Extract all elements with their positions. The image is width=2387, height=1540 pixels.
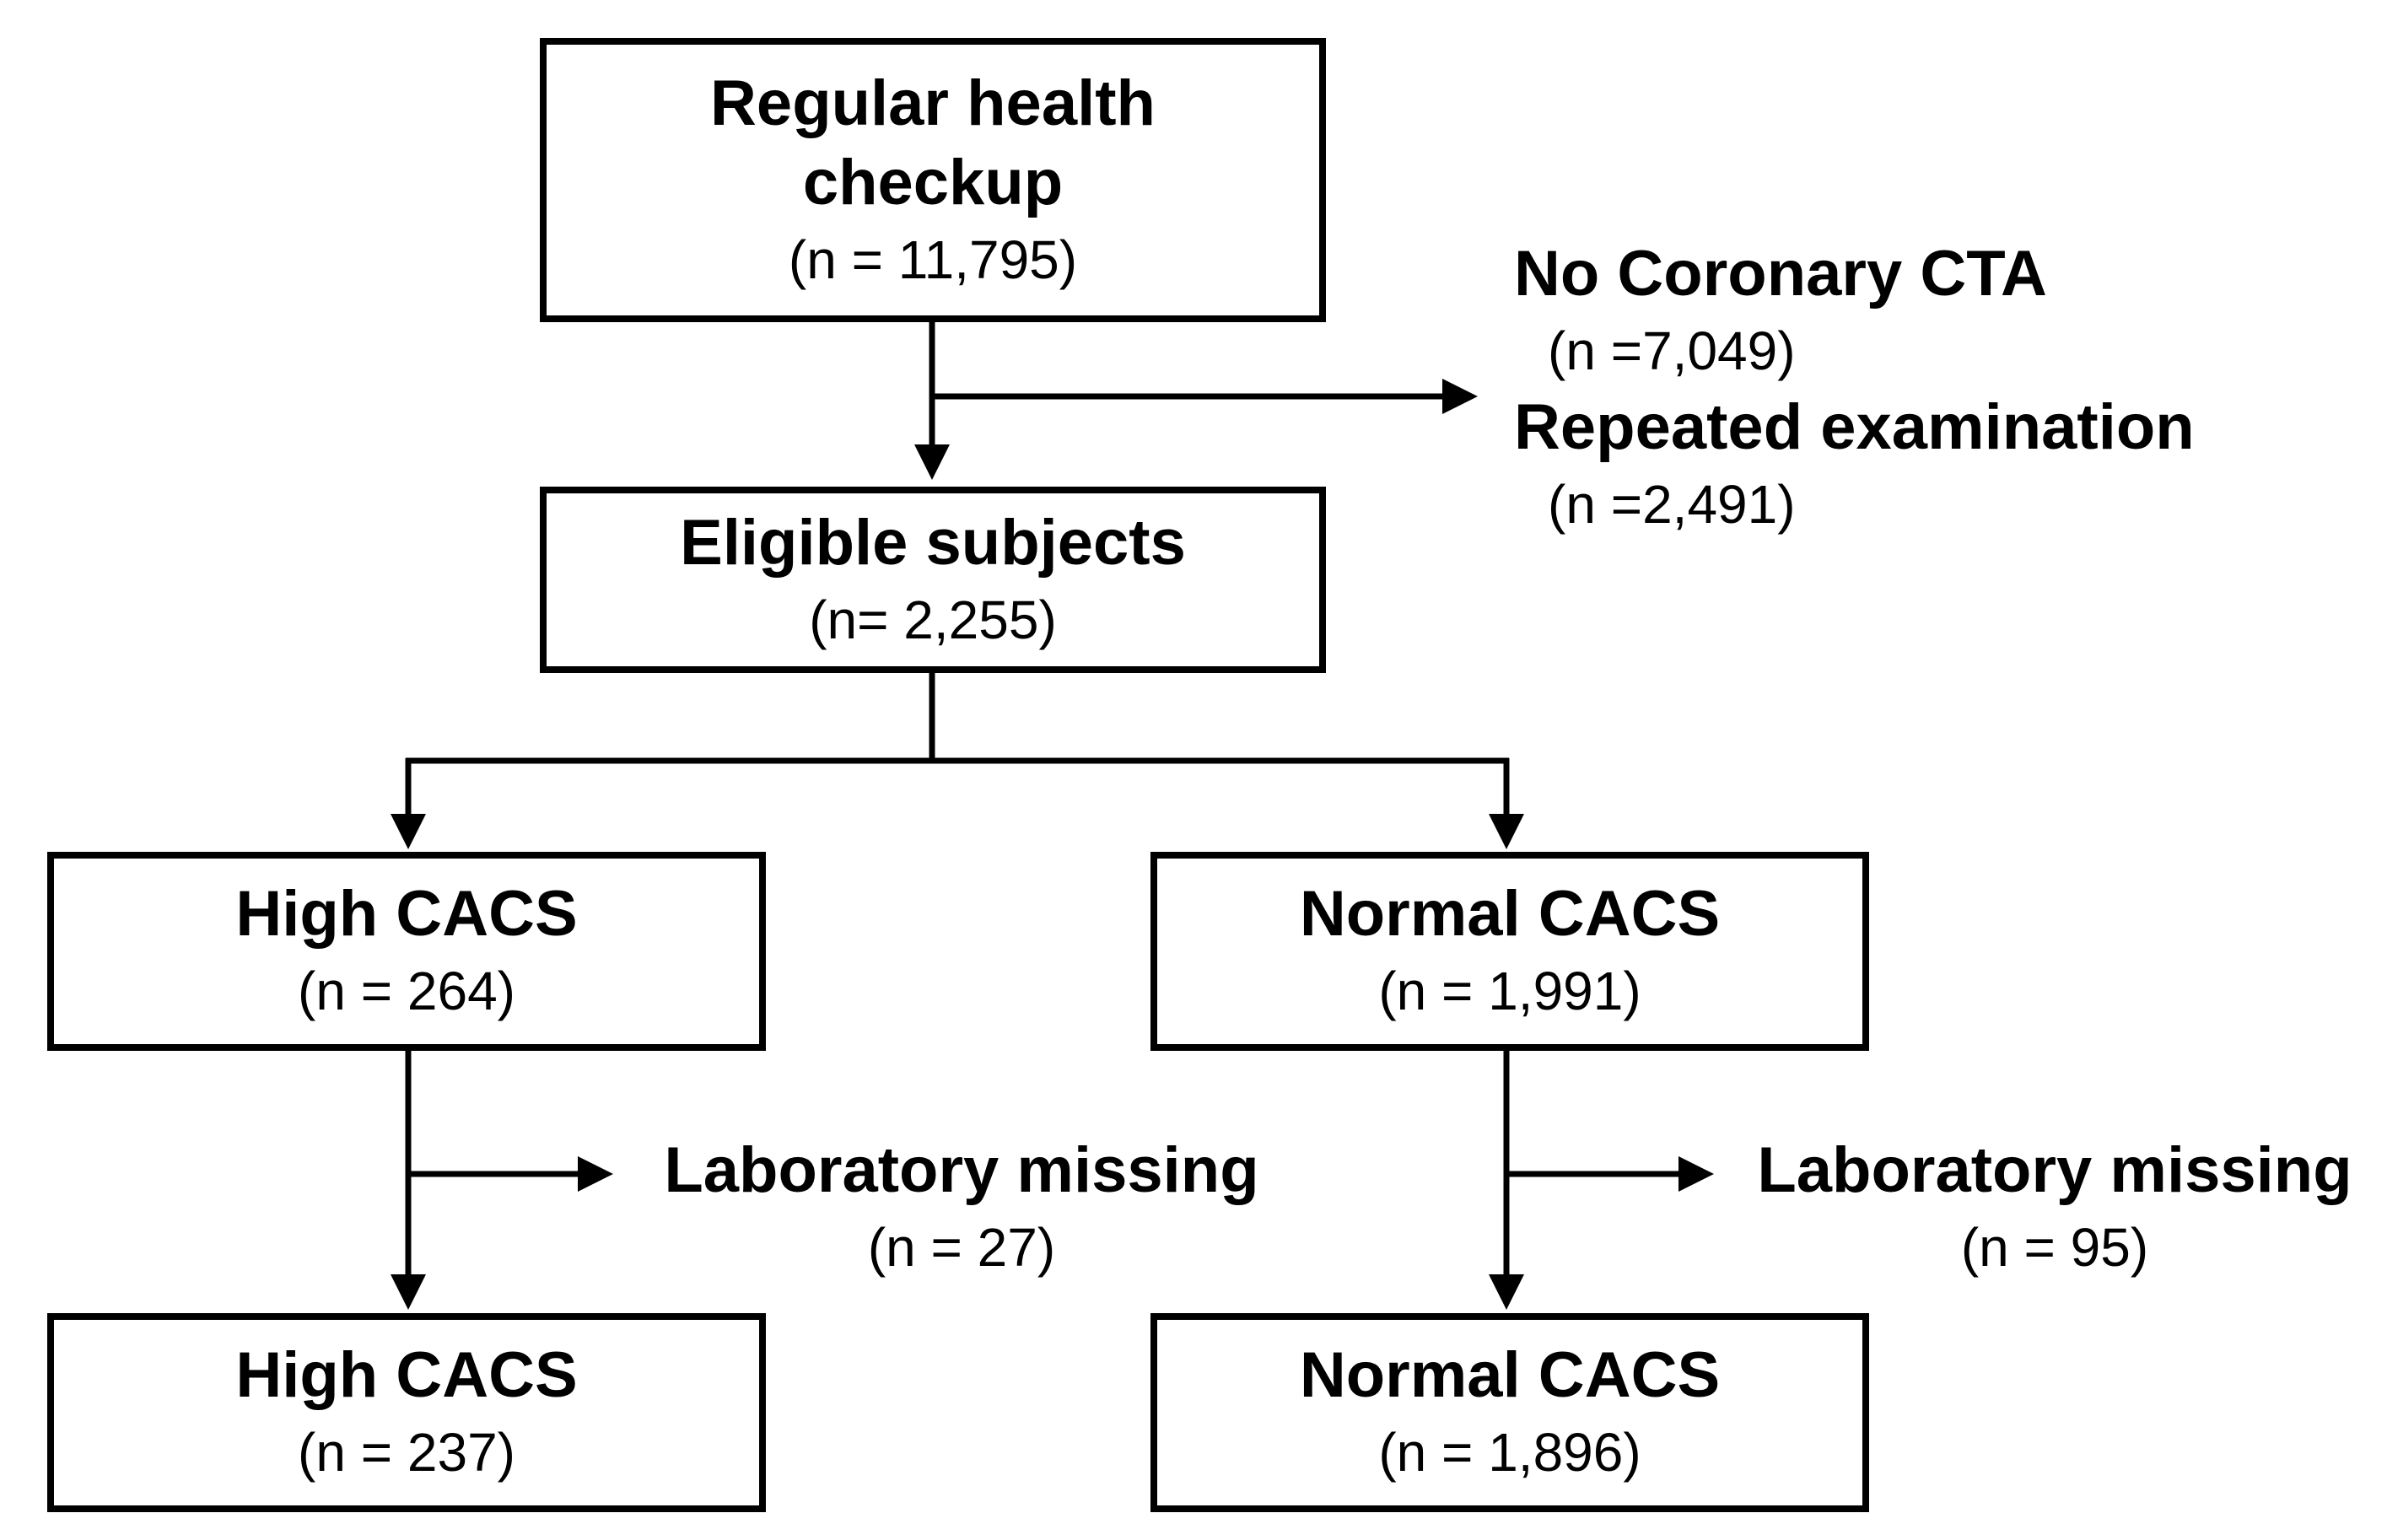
box-count: (n = 1,991) bbox=[1378, 961, 1641, 1021]
exclusion-first: No Coronary CTA (n =7,049) Repeated exam… bbox=[1514, 234, 2195, 541]
box-title: Normal CACS bbox=[1299, 878, 1721, 950]
box-count: (n = 237) bbox=[298, 1422, 515, 1483]
exclusion-title: Laboratory missing bbox=[1757, 1134, 2352, 1206]
box-count: (n = 11,795) bbox=[788, 229, 1078, 290]
exclusion-count: (n = 95) bbox=[1960, 1217, 2149, 1278]
exclusion-title: Laboratory missing bbox=[664, 1134, 1259, 1206]
exclusion-item1-count: (n =7,049) bbox=[1548, 320, 1796, 381]
box-normal-cacs: Normal CACS (n = 1,991) bbox=[1150, 852, 1869, 1051]
exclusion-count: (n = 27) bbox=[867, 1217, 1056, 1278]
box-count: (n= 2,255) bbox=[809, 589, 1057, 650]
box-title: Normal CACS bbox=[1299, 1339, 1721, 1411]
exclusion-item2-count: (n =2,491) bbox=[1548, 474, 1796, 535]
box-title: High CACS bbox=[235, 878, 578, 950]
box-title: High CACS bbox=[235, 1339, 578, 1411]
exclusion-item1-title: No Coronary CTA bbox=[1514, 238, 2047, 310]
exclusion-normal-missing: Laboratory missing (n = 95) bbox=[1734, 1131, 2375, 1284]
box-high-cacs-final: High CACS (n = 237) bbox=[47, 1313, 766, 1512]
exclusion-high-missing: Laboratory missing (n = 27) bbox=[641, 1131, 1282, 1284]
box-title-line1: Regular health bbox=[710, 67, 1156, 139]
exclusion-item2-title: Repeated examination bbox=[1514, 391, 2195, 463]
box-title-line2: checkup bbox=[802, 146, 1064, 218]
box-count: (n = 264) bbox=[298, 961, 515, 1021]
box-count: (n = 1,896) bbox=[1378, 1422, 1641, 1483]
box-eligible-subjects: Eligible subjects (n= 2,255) bbox=[540, 487, 1326, 673]
box-high-cacs: High CACS (n = 264) bbox=[47, 852, 766, 1051]
box-regular-health-checkup: Regular health checkup (n = 11,795) bbox=[540, 38, 1326, 322]
box-normal-cacs-final: Normal CACS (n = 1,896) bbox=[1150, 1313, 1869, 1512]
box-title: Eligible subjects bbox=[680, 506, 1186, 579]
